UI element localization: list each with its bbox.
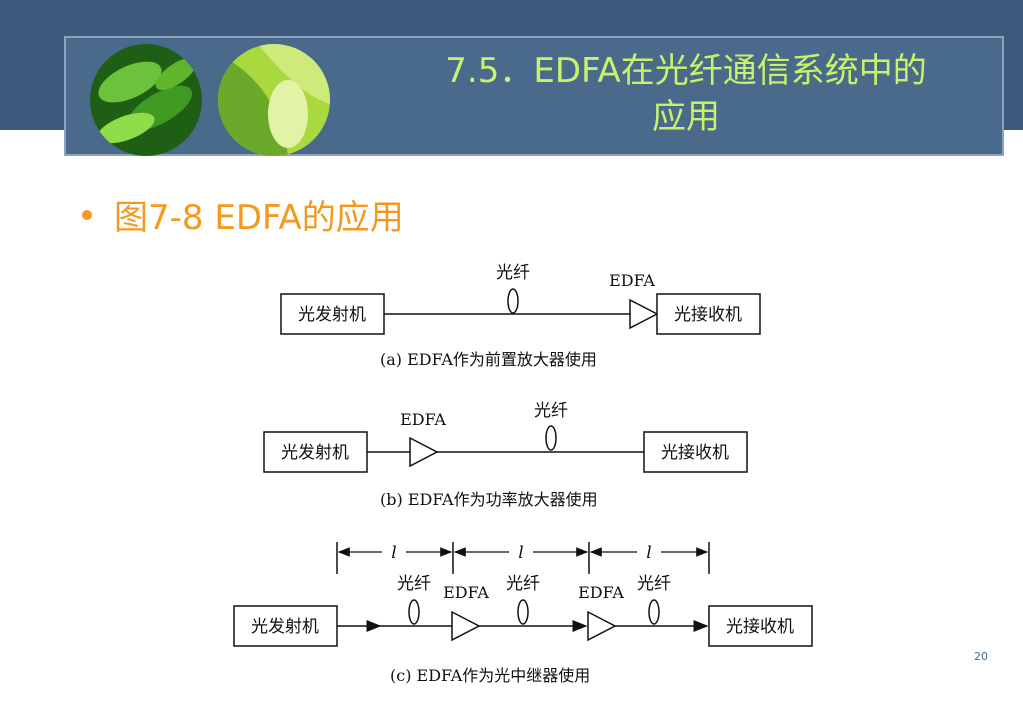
slide-title: 7.5．EDFA在光纤通信系统中的 应用 xyxy=(386,48,986,140)
fiber-coil-a xyxy=(507,288,519,314)
transmitter-label-a: 光发射机 xyxy=(298,305,366,325)
title-line-1: 7.5．EDFA在光纤通信系统中的 xyxy=(445,51,927,91)
edfa-amplifier-b xyxy=(409,436,439,468)
transmitter-label-c: 光发射机 xyxy=(251,617,319,637)
fiber-coil-c1 xyxy=(408,599,420,625)
span-label-1: l xyxy=(391,543,396,563)
transmitter-box-a xyxy=(280,293,385,335)
title-line-2: 应用 xyxy=(652,97,720,137)
fiber-coil-c3 xyxy=(648,599,660,625)
page-number: 20 xyxy=(974,650,988,663)
caption-c: (c) EDFA作为光中继器使用 xyxy=(390,666,590,685)
receiver-box-b xyxy=(643,431,748,473)
fiber-coil-b xyxy=(545,425,557,451)
leaf-logo-left xyxy=(90,44,202,156)
fiber-label-c1: 光纤 xyxy=(397,574,431,594)
span-label-2: l xyxy=(518,543,523,563)
span-label-3: l xyxy=(646,543,651,563)
edfa-amplifier-c2 xyxy=(587,610,617,642)
edfa-label-c2: EDFA xyxy=(578,583,624,602)
edfa-label-b: EDFA xyxy=(400,410,446,429)
bullet-item: 图7-8 EDFA的应用 xyxy=(82,190,404,239)
diagram-a: 光发射机 光纤 EDFA 光接收机 (a) EDFA作为前置放大器使用 xyxy=(280,263,761,369)
leaf-logo-right xyxy=(218,44,330,156)
edfa-amplifier-a xyxy=(629,298,659,330)
edfa-amplifier-c1 xyxy=(451,610,481,642)
fiber-label-c3: 光纤 xyxy=(637,574,671,594)
transmitter-box-b xyxy=(263,431,368,473)
edfa-label-a: EDFA xyxy=(609,271,655,290)
fiber-coil-c2 xyxy=(517,599,529,625)
fiber-label-a: 光纤 xyxy=(496,263,530,283)
fiber-label-b: 光纤 xyxy=(534,401,568,421)
caption-a: (a) EDFA作为前置放大器使用 xyxy=(380,350,597,369)
bullet-text: 图7-8 EDFA的应用 xyxy=(114,198,404,238)
receiver-label-c: 光接收机 xyxy=(726,617,794,637)
title-box: 7.5．EDFA在光纤通信系统中的 应用 xyxy=(64,36,1004,156)
receiver-box-c xyxy=(708,605,813,647)
receiver-box-a xyxy=(656,293,761,335)
receiver-label-b: 光接收机 xyxy=(661,443,729,463)
caption-b: (b) EDFA作为功率放大器使用 xyxy=(380,490,598,509)
transmitter-label-b: 光发射机 xyxy=(281,443,349,463)
fiber-label-c2: 光纤 xyxy=(506,574,540,594)
receiver-label-a: 光接收机 xyxy=(674,305,742,325)
edfa-label-c1: EDFA xyxy=(443,583,489,602)
diagram-c: l l l 光发射机 光纤 EDFA 光纤 EDFA 光纤 光接收机 (c) E… xyxy=(233,542,813,685)
diagram-b: 光发射机 EDFA 光纤 光接收机 (b) EDFA作为功率放大器使用 xyxy=(263,401,748,509)
bullet-dot-icon xyxy=(82,209,92,220)
